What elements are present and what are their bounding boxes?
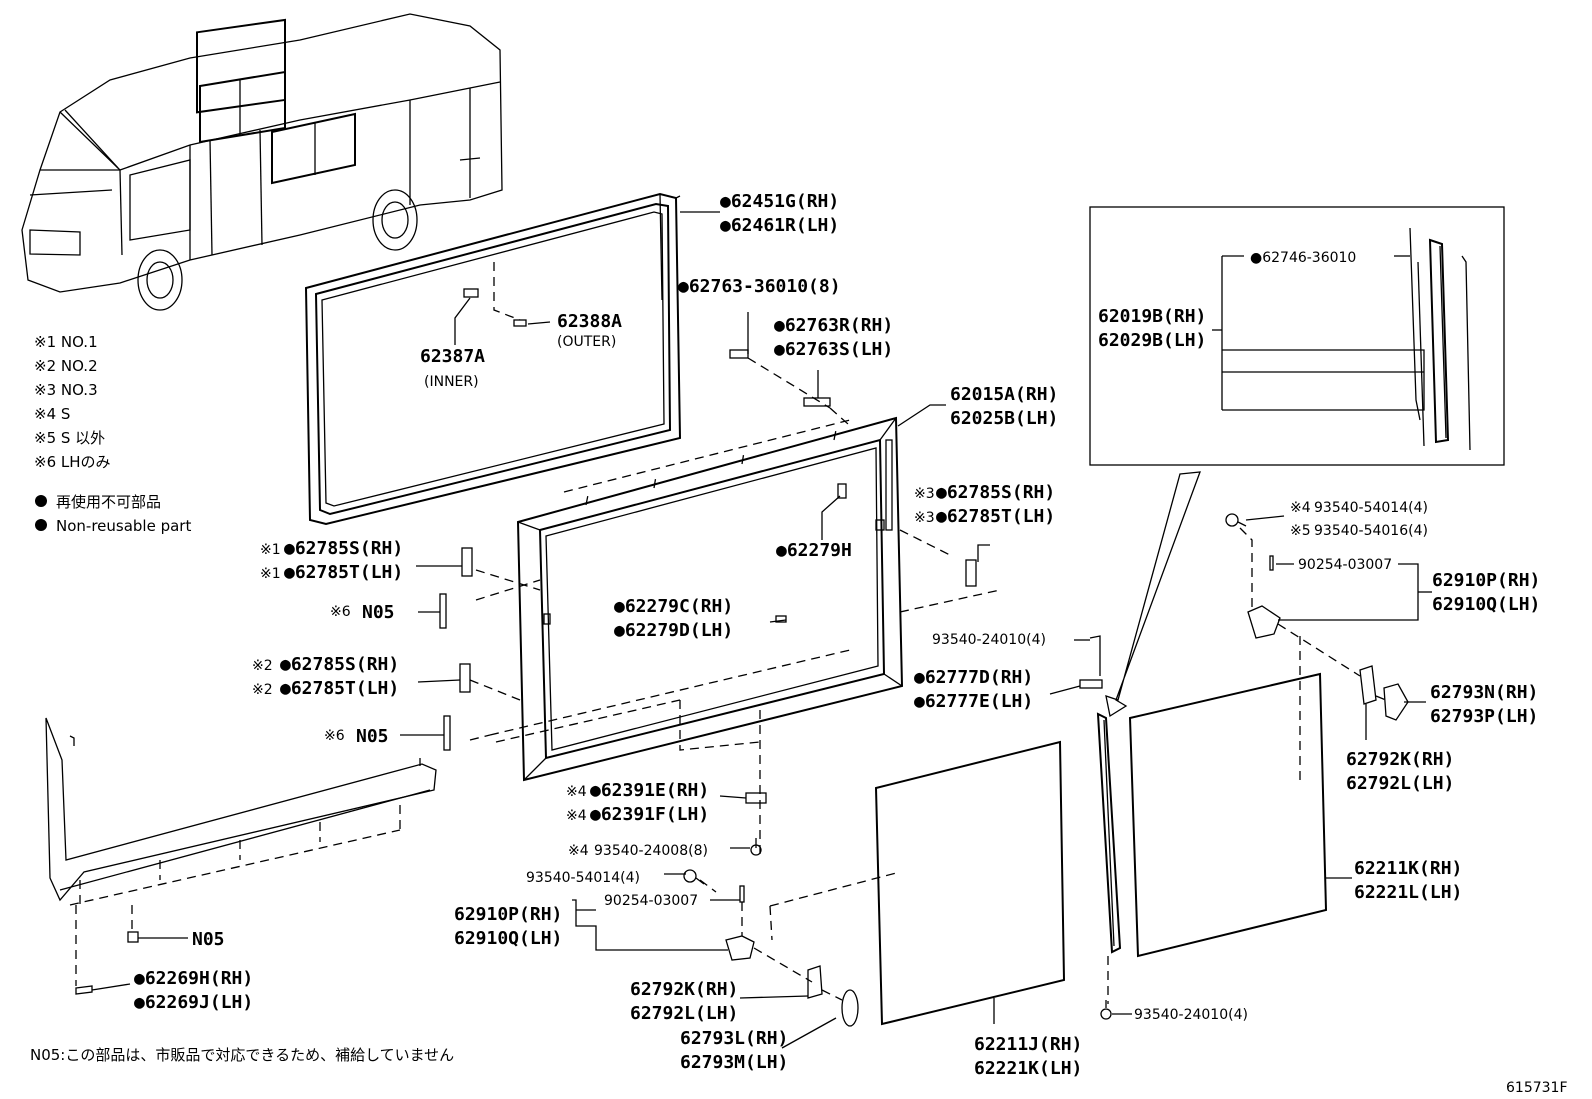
label-90254-b: 90254-03007 [1298,557,1392,573]
figure-id: 615731F [1506,1080,1568,1096]
latch-assembly-lower [683,869,859,1027]
bus-illustration [21,13,503,311]
note-2b: ※2 [252,682,273,698]
sliding-glass-lower [745,740,1066,1026]
footnote: N05:この部品は、市販品で対応できるため、補給していません [30,1046,454,1064]
label-62792K-a: 62792K(RH) [630,979,738,1000]
sliding-glass-right [1128,672,1328,958]
label-62388A: 62388A [557,311,622,332]
label-62777E: ●62777E(LH) [914,691,1033,712]
label-62785S-2: ●62785S(RH) [280,654,399,675]
label-62763-36010: ●62763-36010(8) [678,276,841,297]
label-90254-a: 90254-03007 [604,893,698,909]
label-62785T-2: ●62785T(LH) [280,678,399,699]
label-62792L-a: 62792L(LH) [630,1003,738,1024]
label-62211J: 62211J(RH) [974,1034,1082,1055]
label-62461R: ●62461R(LH) [720,215,839,236]
label-62279C: ●62279C(RH) [614,596,733,617]
detail-inset [1089,206,1505,466]
label-N05-a: N05 [362,602,395,623]
note-1b: ※1 [260,566,281,582]
label-62793M: 62793M(LH) [680,1052,788,1073]
label-62279D: ●62279D(LH) [614,620,733,641]
note-3a: ※3 [914,486,935,502]
note-4b: ※4 [566,808,587,824]
label-N05-b: N05 [356,726,389,747]
note-5a: ※5 [1290,523,1311,539]
label-62221K-b: 62221K(LH) [974,1058,1082,1079]
label-62793N: 62793N(RH) [1430,682,1538,703]
label-62029B: 62029B(LH) [1098,330,1206,351]
legend-note-5: ※5 S 以外 [34,429,105,447]
note-6b: ※6 [324,728,345,744]
latch-assembly-upper [1225,513,1409,721]
nonreusable-dot-icon [35,495,47,507]
label-62793L: 62793L(RH) [680,1028,788,1049]
window-frame [516,416,904,782]
label-62387A-sub: (INNER) [424,374,479,390]
clips [439,312,1103,856]
legend-note-3: ※3 NO.3 [34,381,98,399]
label-62763R: ●62763R(RH) [774,315,893,336]
label-62391E: ●62391E(RH) [590,780,709,801]
lower-rail [45,717,437,995]
note-4a: ※4 [566,784,587,800]
label-93540-24008: 93540-24008(8) [594,843,708,859]
legend-nonreusable-en: Non-reusable part [56,517,191,535]
label-62221L: 62221L(LH) [1354,882,1462,903]
note-3b: ※3 [914,510,935,526]
label-62763S: ●62763S(LH) [774,339,893,360]
label-62387A: 62387A [420,346,485,367]
label-N05-c: N05 [192,929,225,950]
label-62019B: 62019B(RH) [1098,306,1206,327]
label-62015A: 62015A(RH) [950,384,1058,405]
label-62269J: ●62269J(LH) [134,992,253,1013]
center-channel [1096,712,1122,954]
note-2a: ※2 [252,658,273,674]
label-62388A-sub: (OUTER) [557,334,616,350]
label-62785T-1: ●62785T(LH) [284,562,403,583]
label-62792L-b: 62792L(LH) [1346,773,1454,794]
label-93540-54016: 93540-54016(4) [1314,523,1428,539]
label-62910P-b: 62910P(RH) [1432,570,1540,591]
label-62792K-b: 62792K(RH) [1346,749,1454,770]
legend-note-1: ※1 NO.1 [34,333,98,351]
label-62910Q-a: 62910Q(LH) [454,928,562,949]
label-93540-54014-b: 93540-54014(4) [1314,500,1428,516]
label-62785S-3: ●62785S(RH) [936,482,1055,503]
note-6a: ※6 [330,604,351,620]
screw-bottom [1100,1000,1112,1020]
label-93540-24010-a: 93540-24010(4) [932,632,1046,648]
label-62746: ●62746-36010 [1250,250,1356,266]
label-62785T-3: ●62785T(LH) [936,506,1055,527]
legend-nonreusable-ja: 再使用不可部品 [56,493,161,511]
note-4d: ※4 [1290,500,1311,516]
label-62391F: ●62391F(LH) [590,804,709,825]
legend: ※1 NO.1 ※2 NO.2 ※3 NO.3 ※4 S ※5 S 以外 ※6 … [34,333,191,535]
label-93540-54014-a: 93540-54014(4) [526,870,640,886]
label-62025B: 62025B(LH) [950,408,1058,429]
label-62910Q-b: 62910Q(LH) [1432,594,1540,615]
part-labels: ●62451G(RH) ●62461R(LH) ●62763-36010(8) … [134,191,1540,1079]
label-62451G: ●62451G(RH) [720,191,839,212]
nonreusable-dot-icon [35,519,47,531]
label-62777D: ●62777D(RH) [914,667,1033,688]
note-1a: ※1 [260,542,281,558]
legend-note-6: ※6 LHのみ [34,453,111,471]
label-62910P-a: 62910P(RH) [454,904,562,925]
label-62785S-1: ●62785S(RH) [284,538,403,559]
label-62269H: ●62269H(RH) [134,968,253,989]
label-93540-24010-b: 93540-24010(4) [1134,1007,1248,1023]
legend-note-4: ※4 S [34,405,70,423]
legend-note-2: ※2 NO.2 [34,357,98,375]
label-62279H: ●62279H [776,540,852,561]
label-62211K: 62211K(RH) [1354,858,1462,879]
note-4c: ※4 [568,843,589,859]
upper-glass-weatherstrip [304,192,682,526]
label-62793P: 62793P(LH) [1430,706,1538,727]
